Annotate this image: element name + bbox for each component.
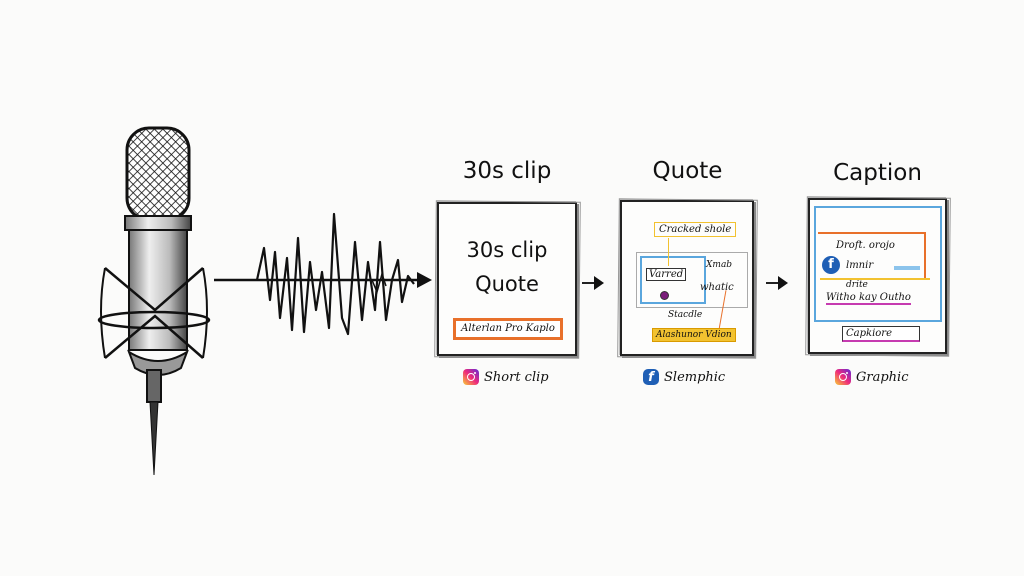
microphone-illustration (95, 120, 215, 480)
clip-card-banner: Alterlan Pro Kaplo (453, 318, 563, 340)
instagram-icon (835, 369, 851, 385)
quote-platform-label: Slemphic (664, 369, 726, 385)
caption-card-orange-frame (818, 232, 926, 280)
facebook-icon: f (643, 369, 659, 385)
clip-platform-label: Short clip (484, 369, 549, 385)
quote-card-label-1: Cracked shole (654, 222, 737, 237)
caption-card-label-3: drite (846, 280, 868, 290)
facebook-icon: f (822, 256, 840, 274)
quote-card-banner: Alashunor Vdion (652, 328, 736, 342)
quote-card-connector (668, 238, 669, 266)
instagram-icon (463, 369, 479, 385)
arrow-clip-to-quote (582, 276, 604, 290)
caption-card-yellow-line (820, 278, 930, 280)
quote-card-label-2: Varred (646, 268, 687, 281)
arrow-quote-to-caption (766, 276, 788, 290)
quote-card-dot (660, 291, 669, 300)
quote-card-label-5: Stacdle (668, 310, 703, 320)
caption-card-label-4: Witho kay Outho (826, 292, 911, 305)
caption-card-banner: Capkiore (842, 326, 920, 342)
step-title-quote: Quote (652, 158, 723, 184)
quote-platform: f Slemphic (643, 369, 725, 385)
clip-card-line-2: Quote (475, 272, 539, 296)
caption-card-label-1: Droft. orojo (836, 240, 895, 251)
step-title-caption: Caption (833, 160, 922, 186)
microphone-icon (97, 126, 211, 476)
caption-card-screen (814, 206, 942, 322)
clip-platform: Short clip (463, 369, 549, 385)
clip-card: 30s clip Quote Alterlan Pro Kaplo (437, 202, 577, 356)
audio-waveform (212, 200, 432, 340)
caption-card: Droft. orojo f lmnir drite Witho kay Out… (808, 198, 947, 354)
quote-card: Cracked shole Varred Xmab whatic Stacdle… (620, 200, 754, 356)
caption-card-label-2: lmnir (846, 260, 874, 271)
clip-card-line-1: 30s clip (466, 238, 548, 262)
caption-card-blue-scribble (894, 266, 920, 270)
step-title-clip: 30s clip (462, 158, 552, 184)
quote-card-label-3: Xmab (706, 260, 733, 270)
quote-card-label-4: whatic (700, 282, 734, 293)
caption-platform: Graphic (835, 369, 908, 385)
audio-waveform-icon (214, 212, 432, 336)
quote-card-image (640, 256, 706, 304)
quote-card-frame (636, 252, 748, 308)
caption-platform-label: Graphic (856, 369, 909, 385)
